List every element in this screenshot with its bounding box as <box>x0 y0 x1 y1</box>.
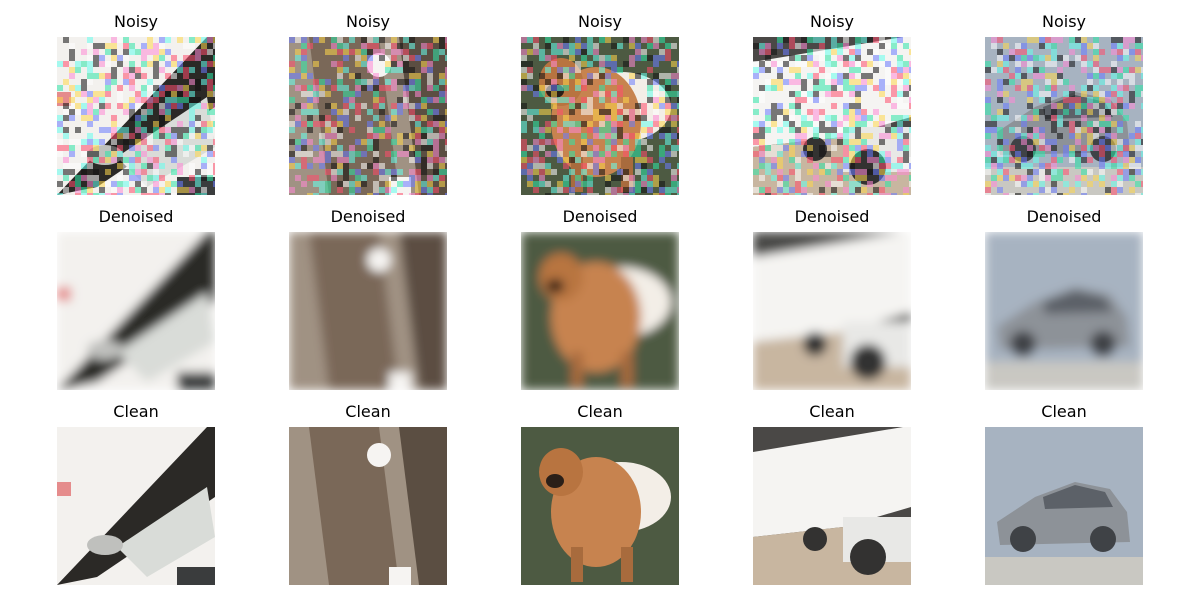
panel-title: Clean <box>345 402 391 421</box>
panel-title: Denoised <box>562 207 638 226</box>
denoised-image-horse <box>289 232 447 390</box>
panel-title: Noisy <box>345 12 390 31</box>
denoised-image-trailer <box>753 232 911 390</box>
clean-image-dog <box>521 427 679 585</box>
denoised-image-dog <box>521 232 679 390</box>
noisy-image-airplane <box>57 37 215 195</box>
panel-title: Noisy <box>577 12 622 31</box>
panel-title: Clean <box>577 402 623 421</box>
panel-title: Noisy <box>809 12 854 31</box>
panel-title: Clean <box>113 402 159 421</box>
panel-title: Noisy <box>113 12 158 31</box>
noisy-image-dog <box>521 37 679 195</box>
panel-title: Denoised <box>1026 207 1102 226</box>
clean-image-car <box>985 427 1143 585</box>
noisy-image-horse <box>289 37 447 195</box>
panel-title: Clean <box>1041 402 1087 421</box>
panel-title: Denoised <box>330 207 406 226</box>
panel-title: Noisy <box>1041 12 1086 31</box>
noisy-image-trailer <box>753 37 911 195</box>
panel-title: Clean <box>809 402 855 421</box>
denoised-image-car <box>985 232 1143 390</box>
clean-image-airplane <box>57 427 215 585</box>
noisy-image-car <box>985 37 1143 195</box>
panel-title: Denoised <box>794 207 870 226</box>
clean-image-trailer <box>753 427 911 585</box>
panel-title: Denoised <box>98 207 174 226</box>
clean-image-horse <box>289 427 447 585</box>
denoised-image-airplane <box>57 232 215 390</box>
